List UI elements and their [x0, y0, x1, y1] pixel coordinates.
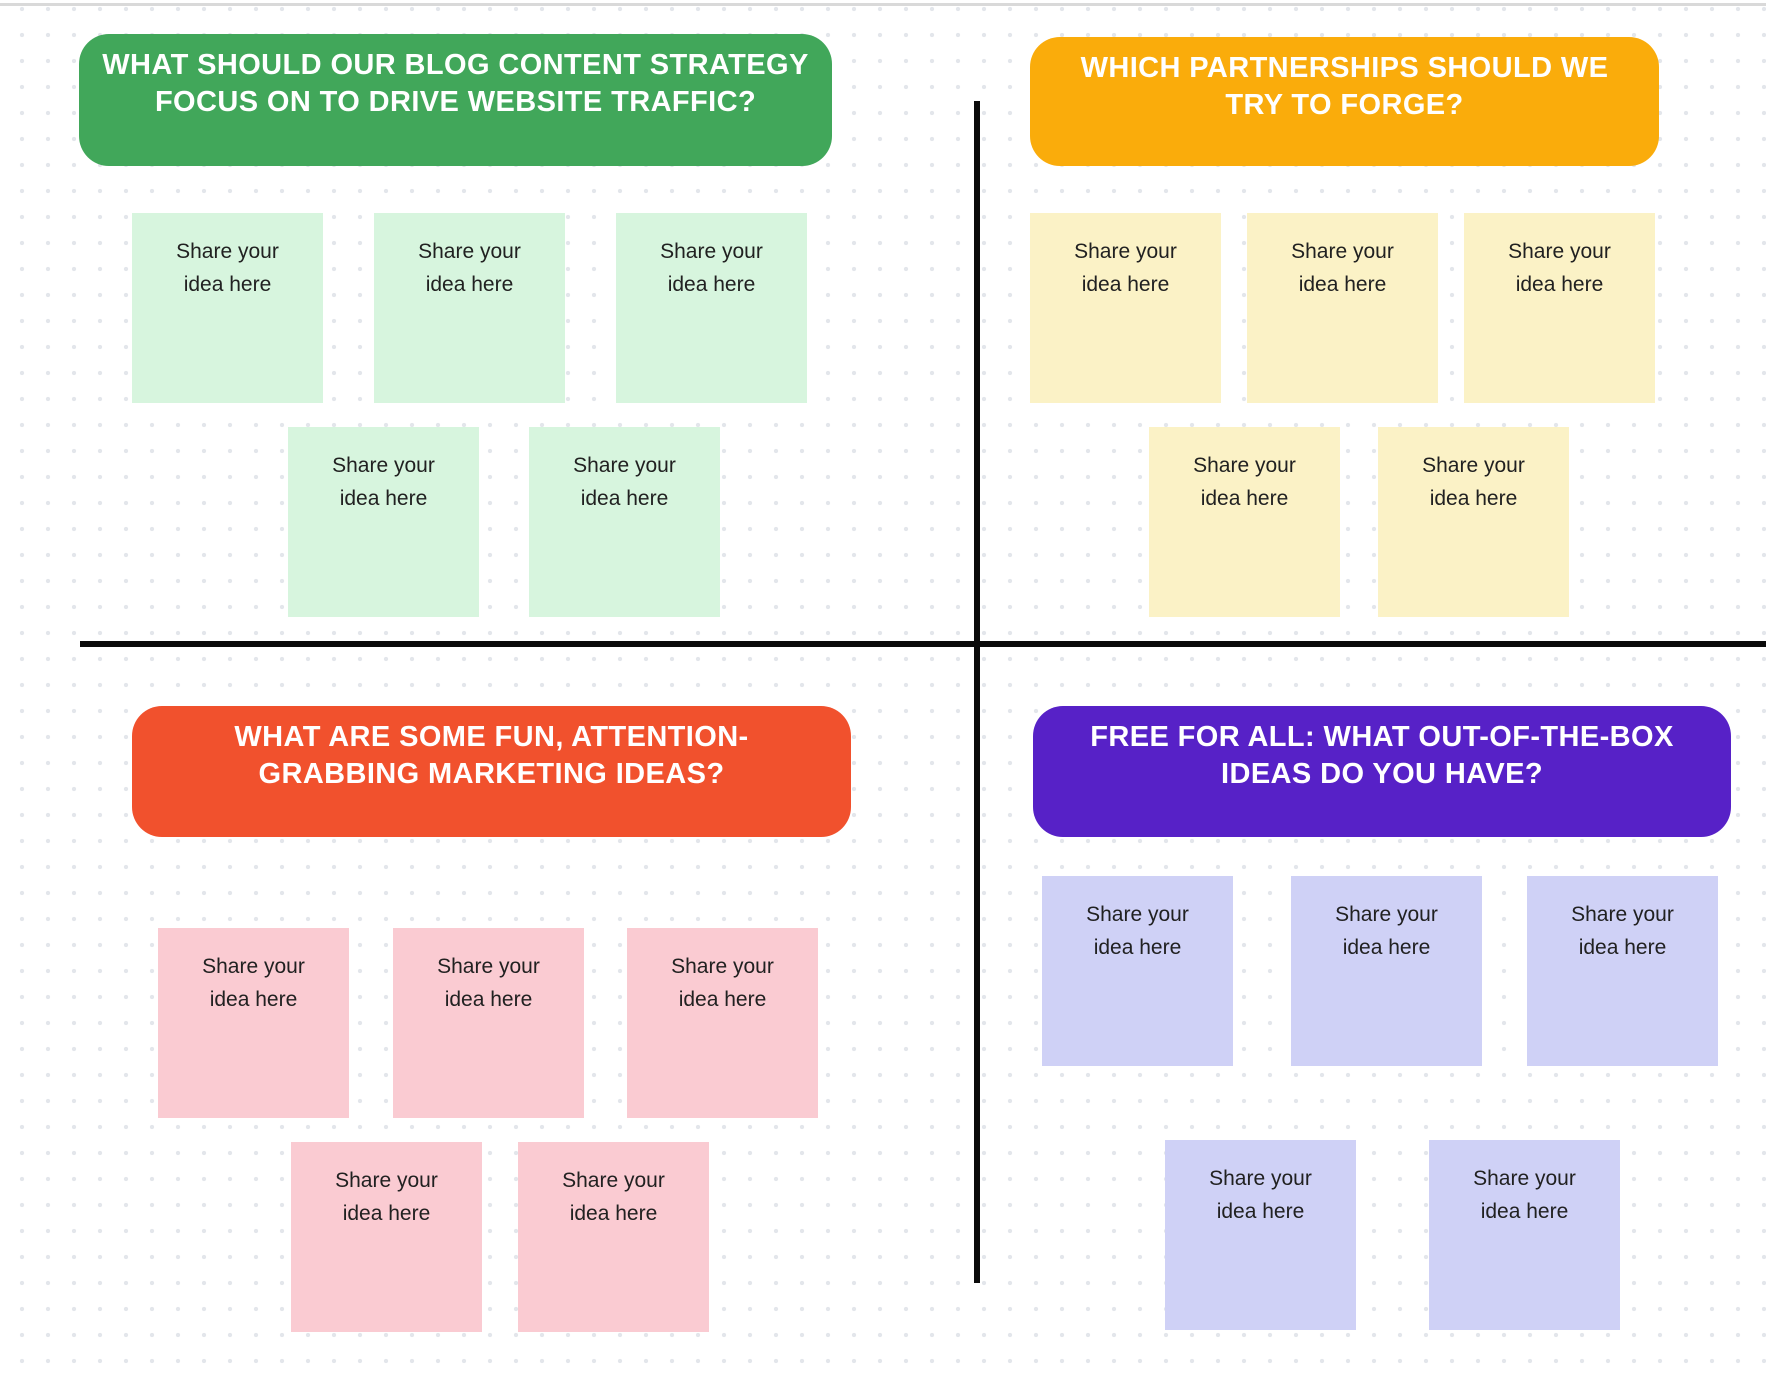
- sticky-note-placeholder-line: Share your: [573, 454, 676, 477]
- sticky-note-placeholder-line: idea here: [444, 988, 533, 1011]
- sticky-note[interactable]: Share your idea here: [1149, 427, 1340, 617]
- sticky-note-placeholder-line: idea here: [678, 988, 767, 1011]
- header-line: WHICH PARTNERSHIPS SHOULD WE: [1080, 52, 1609, 84]
- header-line: IDEAS DO YOU HAVE?: [1221, 758, 1543, 790]
- header-line: WHAT ARE SOME FUN, ATTENTION-: [234, 721, 749, 753]
- sticky-note-placeholder-line: Share your: [1571, 903, 1674, 926]
- sticky-note-placeholder-line: idea here: [1429, 487, 1518, 510]
- quadrant-header-marketing-ideas: WHAT ARE SOME FUN, ATTENTION- GRABBING M…: [132, 706, 851, 837]
- sticky-note-placeholder-line: idea here: [580, 487, 669, 510]
- header-line: FREE FOR ALL: WHAT OUT-OF-THE-BOX: [1090, 721, 1674, 753]
- sticky-note-placeholder-line: Share your: [418, 240, 521, 263]
- sticky-note-placeholder-line: idea here: [1093, 936, 1182, 959]
- sticky-note-placeholder-line: idea here: [1216, 1200, 1305, 1223]
- sticky-note-placeholder-line: Share your: [562, 1169, 665, 1192]
- sticky-note-placeholder-line: idea here: [1200, 487, 1289, 510]
- sticky-note[interactable]: Share your idea here: [1429, 1140, 1620, 1330]
- sticky-note[interactable]: Share your idea here: [291, 1142, 482, 1332]
- sticky-note[interactable]: Share your idea here: [1030, 213, 1221, 403]
- sticky-note-placeholder-line: idea here: [1480, 1200, 1569, 1223]
- sticky-note[interactable]: Share your idea here: [1291, 876, 1482, 1066]
- sticky-note-placeholder-line: idea here: [1081, 273, 1170, 296]
- quadrant-header-blog-content-strategy: WHAT SHOULD OUR BLOG CONTENT STRATEGY FO…: [79, 34, 832, 166]
- sticky-note[interactable]: Share your idea here: [1165, 1140, 1356, 1330]
- header-line: GRABBING MARKETING IDEAS?: [258, 758, 725, 790]
- sticky-note-placeholder-line: Share your: [332, 454, 435, 477]
- sticky-note-placeholder-line: Share your: [437, 955, 540, 978]
- header-line: FOCUS ON TO DRIVE WEBSITE TRAFFIC?: [154, 86, 757, 118]
- sticky-note-placeholder-line: Share your: [1422, 454, 1525, 477]
- sticky-note-placeholder-line: Share your: [1086, 903, 1189, 926]
- header-line: TRY TO FORGE?: [1225, 89, 1464, 121]
- sticky-note-placeholder-line: Share your: [1335, 903, 1438, 926]
- sticky-note-placeholder-line: idea here: [209, 988, 298, 1011]
- sticky-note[interactable]: Share your idea here: [393, 928, 584, 1118]
- sticky-note-placeholder-line: idea here: [342, 1202, 431, 1225]
- sticky-note-placeholder-line: Share your: [176, 240, 279, 263]
- sticky-note[interactable]: Share your idea here: [1464, 213, 1655, 403]
- sticky-note[interactable]: Share your idea here: [627, 928, 818, 1118]
- sticky-note-placeholder-line: idea here: [569, 1202, 658, 1225]
- canvas-top-edge-line: [0, 3, 1766, 6]
- sticky-note-placeholder-line: idea here: [339, 487, 428, 510]
- header-line: WHAT SHOULD OUR BLOG CONTENT STRATEGY: [102, 49, 809, 81]
- sticky-note-placeholder-line: idea here: [425, 273, 514, 296]
- sticky-note[interactable]: Share your idea here: [1042, 876, 1233, 1066]
- sticky-note[interactable]: Share your idea here: [132, 213, 323, 403]
- sticky-note-placeholder-line: idea here: [1578, 936, 1667, 959]
- sticky-note[interactable]: Share your idea here: [1527, 876, 1718, 1066]
- sticky-note[interactable]: Share your idea here: [1378, 427, 1569, 617]
- sticky-note-placeholder-line: idea here: [183, 273, 272, 296]
- sticky-note-placeholder-line: Share your: [1193, 454, 1296, 477]
- quadrant-header-partnerships: WHICH PARTNERSHIPS SHOULD WE TRY TO FORG…: [1030, 37, 1659, 166]
- sticky-note-placeholder-line: idea here: [1298, 273, 1387, 296]
- sticky-note[interactable]: Share your idea here: [1247, 213, 1438, 403]
- quadrant-divider-horizontal: [80, 641, 1766, 647]
- sticky-note-placeholder-line: Share your: [1473, 1167, 1576, 1190]
- sticky-note-placeholder-line: Share your: [1508, 240, 1611, 263]
- sticky-note-placeholder-line: Share your: [671, 955, 774, 978]
- sticky-note[interactable]: Share your idea here: [518, 1142, 709, 1332]
- sticky-note-placeholder-line: idea here: [1342, 936, 1431, 959]
- sticky-note-placeholder-line: Share your: [660, 240, 763, 263]
- sticky-note-placeholder-line: Share your: [1291, 240, 1394, 263]
- sticky-note-placeholder-line: Share your: [1209, 1167, 1312, 1190]
- quadrant-divider-vertical: [974, 101, 980, 1283]
- sticky-note-placeholder-line: idea here: [667, 273, 756, 296]
- sticky-note[interactable]: Share your idea here: [616, 213, 807, 403]
- sticky-note-placeholder-line: Share your: [1074, 240, 1177, 263]
- sticky-note-placeholder-line: Share your: [335, 1169, 438, 1192]
- sticky-note[interactable]: Share your idea here: [158, 928, 349, 1118]
- sticky-note-placeholder-line: idea here: [1515, 273, 1604, 296]
- sticky-note[interactable]: Share your idea here: [374, 213, 565, 403]
- sticky-note-placeholder-line: Share your: [202, 955, 305, 978]
- sticky-note[interactable]: Share your idea here: [288, 427, 479, 617]
- quadrant-header-free-for-all: FREE FOR ALL: WHAT OUT-OF-THE-BOX IDEAS …: [1033, 706, 1731, 837]
- sticky-note[interactable]: Share your idea here: [529, 427, 720, 617]
